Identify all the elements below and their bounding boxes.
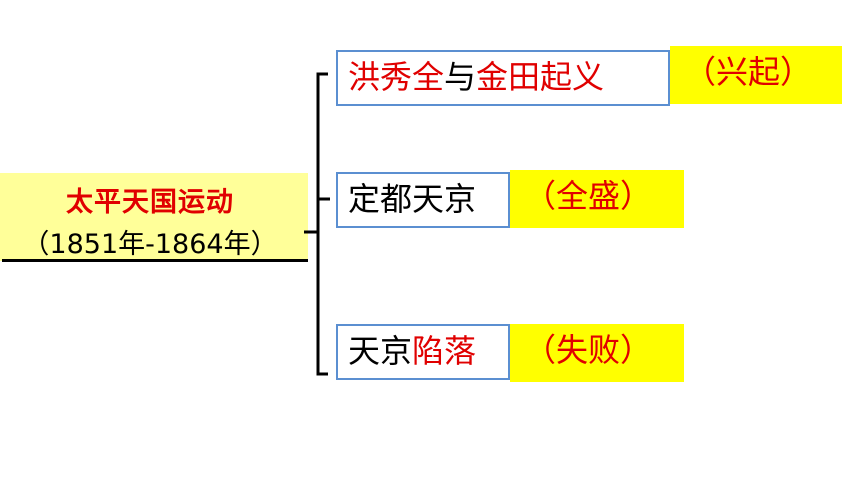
root-title: 太平天国运动	[66, 187, 234, 218]
root-node-background	[0, 173, 308, 261]
branch-text-part: 陷落	[412, 332, 477, 370]
branch-text-part: 金田起义	[476, 58, 605, 96]
stage-tag-rise: （兴起）	[670, 46, 842, 104]
branch-box-capital: 定都天京	[336, 172, 510, 228]
branch-text-part: 与	[444, 58, 477, 96]
bracket-connector	[304, 72, 330, 376]
branch-text-part: 洪秀全	[348, 58, 445, 96]
branch-box-fall: 天京陷落	[336, 324, 510, 380]
branch-text-part: 天京	[348, 332, 413, 370]
stage-tag-peak: （全盛）	[510, 170, 684, 228]
root-years: （1851年-1864年）	[22, 229, 278, 260]
stage-tag-failure: （失败）	[510, 324, 684, 382]
branch-text-part: 定都天京	[348, 180, 477, 218]
branch-box-uprising: 洪秀全与金田起义	[336, 50, 670, 106]
root-underline	[2, 259, 308, 262]
